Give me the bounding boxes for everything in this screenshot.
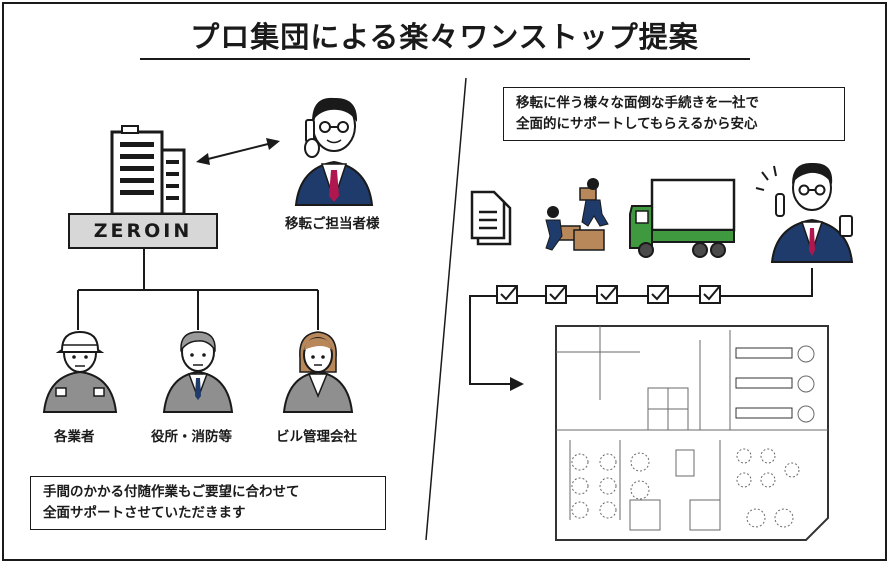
left-note-line-2: 全面サポートさせていただきます [43, 505, 246, 521]
customer-icon [755, 162, 854, 263]
check-icon-2 [545, 285, 567, 304]
check-icon-3 [596, 285, 618, 304]
left-note-line-1: 手間のかかる付随作業もご要望に合わせて [43, 484, 300, 500]
truck-icon [629, 178, 736, 258]
manager-icon [282, 331, 354, 413]
documents-icon [470, 190, 512, 246]
org-tree-lines [77, 249, 319, 330]
page-title: プロ集団による楽々ワンストップ提案 [190, 20, 699, 54]
checkbox-row [496, 285, 721, 304]
check-icon-1 [496, 285, 518, 304]
officer-icon [162, 331, 234, 413]
movers-icon [545, 178, 609, 251]
party-label-contractors: 各業者 [54, 429, 95, 445]
check-icon-4 [647, 285, 669, 304]
party-label-building-management: ビル管理会社 [276, 429, 357, 445]
contact-label: 移転ご担当者様 [285, 216, 380, 232]
right-note-box: 移転に伴う様々な面倒な手続きを一社で 全面的にサポートしてもらえるから安心 [503, 87, 845, 141]
double-arrow-icon [196, 138, 280, 165]
right-note-line-2: 全面的にサポートしてもらえるから安心 [516, 116, 758, 132]
section-divider [425, 77, 467, 541]
floor-plan-image [555, 325, 829, 541]
check-icon-5 [699, 285, 721, 304]
title-underline [140, 58, 750, 60]
flow-line [469, 268, 813, 391]
contact-person-icon [294, 97, 374, 206]
left-note-box: 手間のかかる付随作業もご要望に合わせて 全面サポートさせていただきます [30, 476, 386, 530]
party-label-government: 役所・消防等 [151, 429, 232, 445]
worker-icon [42, 330, 118, 413]
right-note-line-1: 移転に伴う様々な面倒な手続きを一社で [516, 95, 759, 111]
zeroin-logo: ZEROIN [68, 213, 218, 249]
building-icon [110, 125, 186, 216]
